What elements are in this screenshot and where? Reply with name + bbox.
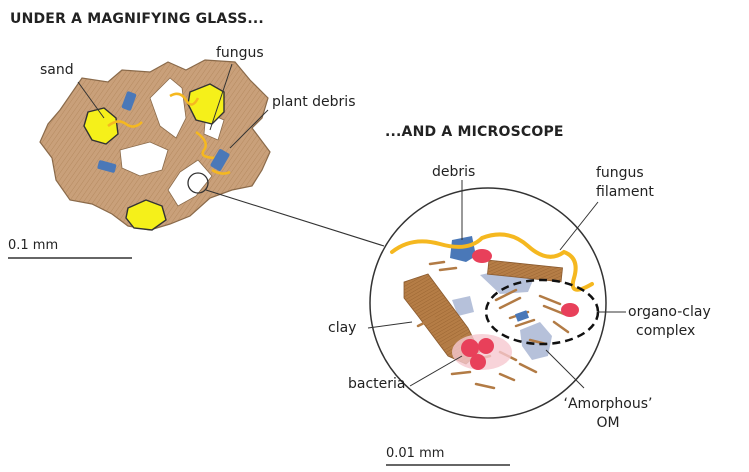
zoom-connector bbox=[206, 190, 384, 246]
label-organo-clay-1: organo-clay bbox=[628, 304, 711, 320]
bacterium bbox=[472, 249, 492, 263]
label-amorphous-1: ‘Amorphous’ bbox=[558, 396, 658, 412]
bacterium bbox=[478, 338, 494, 354]
bacterium bbox=[470, 354, 486, 370]
heading-magnifying-glass: UNDER A MAGNIFYING GLASS... bbox=[10, 11, 264, 27]
bacterium bbox=[561, 303, 579, 317]
label-fungus-filament-1: fungus bbox=[596, 165, 644, 181]
scale-label-left: 0.1 mm bbox=[8, 238, 58, 254]
label-clay: clay bbox=[328, 320, 356, 336]
label-fungus: fungus bbox=[216, 45, 264, 61]
label-amorphous-2: OM bbox=[558, 415, 658, 431]
label-sand: sand bbox=[40, 62, 74, 78]
label-organo-clay-2: complex bbox=[636, 323, 695, 339]
scale-label-right: 0.01 mm bbox=[386, 446, 444, 462]
label-bacteria: bacteria bbox=[348, 376, 406, 392]
label-fungus-filament-2: filament bbox=[596, 184, 654, 200]
label-plant-debris: plant debris bbox=[272, 94, 356, 110]
debris-piece bbox=[450, 236, 476, 262]
soil-aggregate bbox=[40, 60, 270, 230]
label-debris: debris bbox=[432, 164, 475, 180]
heading-microscope: ...AND A MICROSCOPE bbox=[385, 124, 564, 140]
